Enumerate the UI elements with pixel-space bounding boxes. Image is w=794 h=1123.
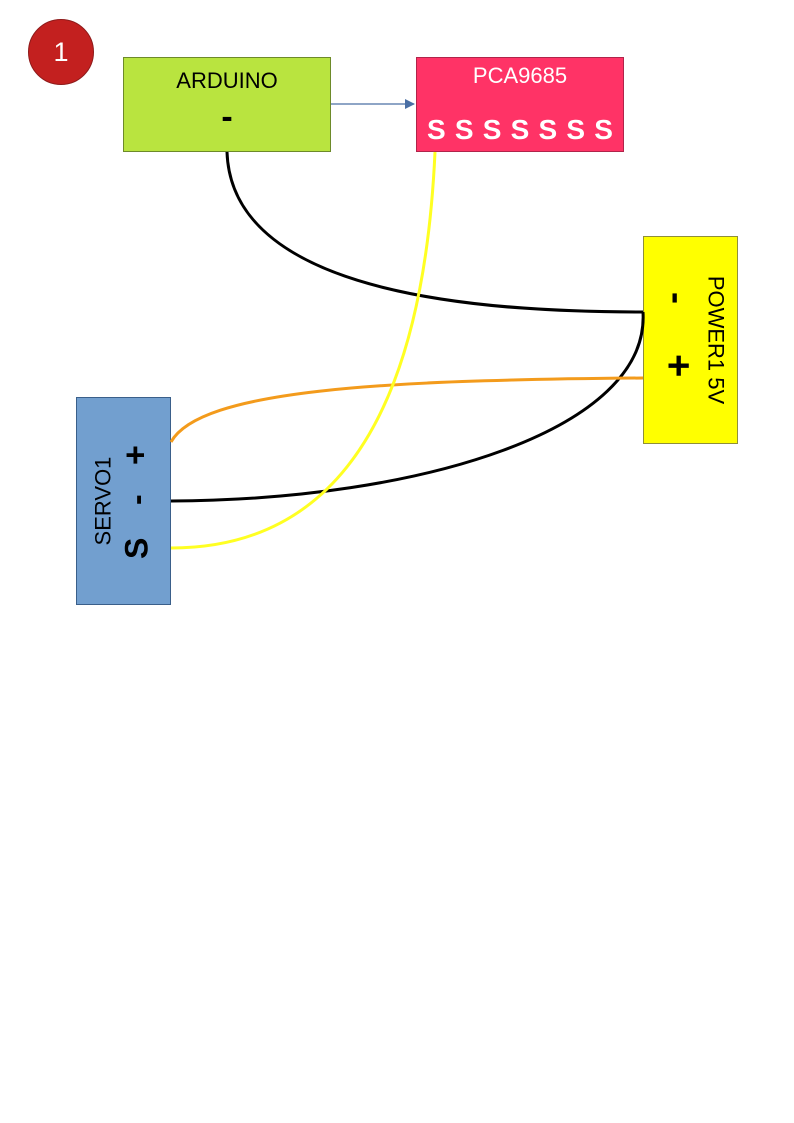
pca9685-signal-pin: S: [427, 114, 446, 145]
pca9685-signal-pin: S: [510, 114, 530, 145]
step-number: 1: [53, 36, 69, 67]
arduino-ground-pin: -: [221, 98, 233, 136]
pca9685-board: PCA9685 S S S S S S S: [416, 57, 624, 152]
ground-wire-arduino-power: [225, 151, 644, 314]
servo-ground-pin: -: [118, 494, 154, 505]
power-positive-pin: +: [656, 354, 700, 378]
pca9685-signal-pin: S: [594, 114, 613, 145]
step-number-badge: 1: [28, 19, 94, 85]
pca9685-signal-pin: S: [482, 114, 502, 145]
arduino-board: ARDUINO -: [123, 57, 331, 152]
servo-positive-pin: +: [116, 445, 154, 465]
power-ground-pin: -: [657, 292, 698, 304]
servo-title: SERVO1: [90, 456, 115, 546]
servo-signal-pin: S: [118, 537, 154, 559]
power-title: POWER1 5V: [703, 275, 728, 405]
pca9685-signal-pin: S: [538, 114, 558, 145]
pca9685-signal-pin: S: [566, 114, 586, 145]
ground-wire-power-servo: [170, 311, 645, 503]
power-supply: POWER1 5V - +: [643, 236, 738, 444]
power-wire-power-servo: [169, 376, 644, 443]
arduino-title: ARDUINO: [176, 68, 278, 93]
signal-wire-pca-servo: [170, 151, 437, 550]
servo-motor: SERVO1 S - +: [76, 397, 171, 605]
pca9685-signal-pins: S S S S S S S: [427, 116, 613, 144]
pca9685-signal-pin: S: [454, 114, 474, 145]
pca9685-title: PCA9685: [472, 63, 568, 88]
